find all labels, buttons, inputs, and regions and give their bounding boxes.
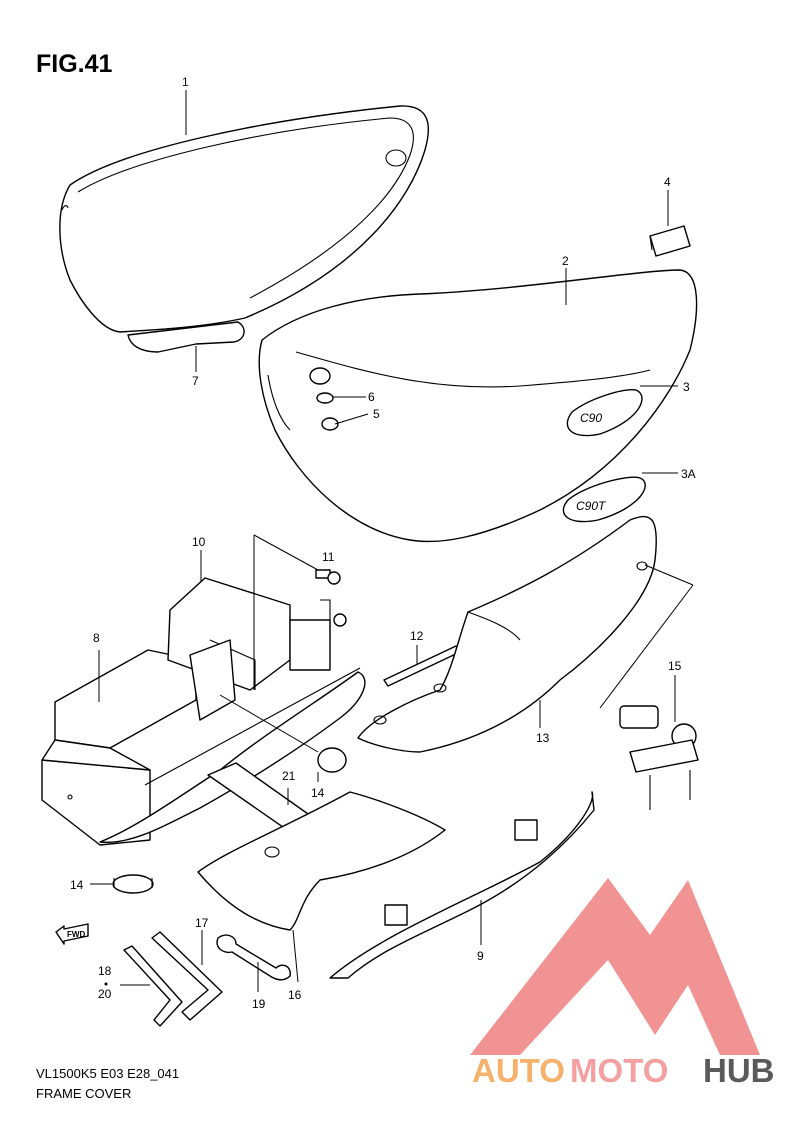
callouts: 1 2 3 3A 4 5 6 7 8 9 10 11 12 13 14 14 1… [70,75,696,1011]
callout-3: 3 [683,380,690,394]
callout-13: 13 [536,731,550,745]
part-9-rail-cover[interactable] [329,791,595,979]
callout-5: 5 [373,407,380,421]
callout-7: 7 [192,374,199,388]
fwd-arrow-label: FWD [67,930,85,939]
part-3-emblem[interactable]: C90 [566,389,643,437]
part-15-lock-set[interactable] [619,705,699,810]
callout-15: 15 [668,659,682,673]
callout-18: 18 [98,964,112,978]
part-2-frame-cover-right[interactable] [258,269,698,543]
callout-20: 20 [98,987,112,1001]
callout-10: 10 [192,535,206,549]
part-bracket-assembly[interactable] [99,599,366,844]
figure-caption: FRAME COVER [36,1086,132,1101]
callout-1: 1 [182,75,189,89]
part-11-bolt[interactable] [315,569,341,585]
watermark-logo-mark [470,878,760,1055]
callout-14-lower: 14 [70,878,84,892]
part-14-grommet-upper[interactable] [317,747,347,773]
callout-14-upper: 14 [311,786,325,800]
watermark-auto: AUTO [472,1052,565,1089]
part-18-20-hex-wrench[interactable] [123,945,183,1027]
watermark-text: AUTO MOTO HUB [472,1052,775,1089]
leader-lines [90,90,694,992]
part-13-side-cover[interactable] [357,515,657,753]
callout-2: 2 [562,254,569,268]
part-16-tool-bag[interactable] [197,791,446,931]
callout-17: 17 [195,916,209,930]
fwd-arrow-icon: FWD [55,923,89,945]
watermark-hub: HUB [703,1052,775,1089]
watermark-triangle [470,878,760,1055]
part-3a-emblem[interactable]: C90T [562,476,646,523]
callout-19: 19 [252,997,266,1011]
callout-bullet [104,982,108,986]
model-code: VL1500K5 E03 E28_041 [36,1066,180,1081]
callout-9: 9 [477,949,484,963]
emblem-text-3: C90 [580,411,602,425]
part-14-grommet-lower[interactable] [112,874,154,894]
callout-12: 12 [410,629,424,643]
part-4-cushion[interactable] [649,225,691,257]
part-7-tab[interactable] [127,321,245,353]
callout-6: 6 [368,390,375,404]
callout-3a: 3A [681,467,696,481]
part-1-frame-cover-left[interactable] [59,105,429,333]
callout-11: 11 [322,550,335,564]
part-8-battery-case[interactable] [41,649,197,846]
callout-4: 4 [664,175,671,189]
part-19-spanner[interactable] [216,934,291,981]
callout-21: 21 [282,769,296,783]
figure-title: FIG.41 [36,50,113,78]
watermark-moto: MOTO [570,1052,668,1089]
emblem-text-3a: C90T [576,499,607,513]
callout-16: 16 [288,988,302,1002]
part-17-hex-wrench[interactable] [151,931,223,1021]
callout-8: 8 [93,631,100,645]
